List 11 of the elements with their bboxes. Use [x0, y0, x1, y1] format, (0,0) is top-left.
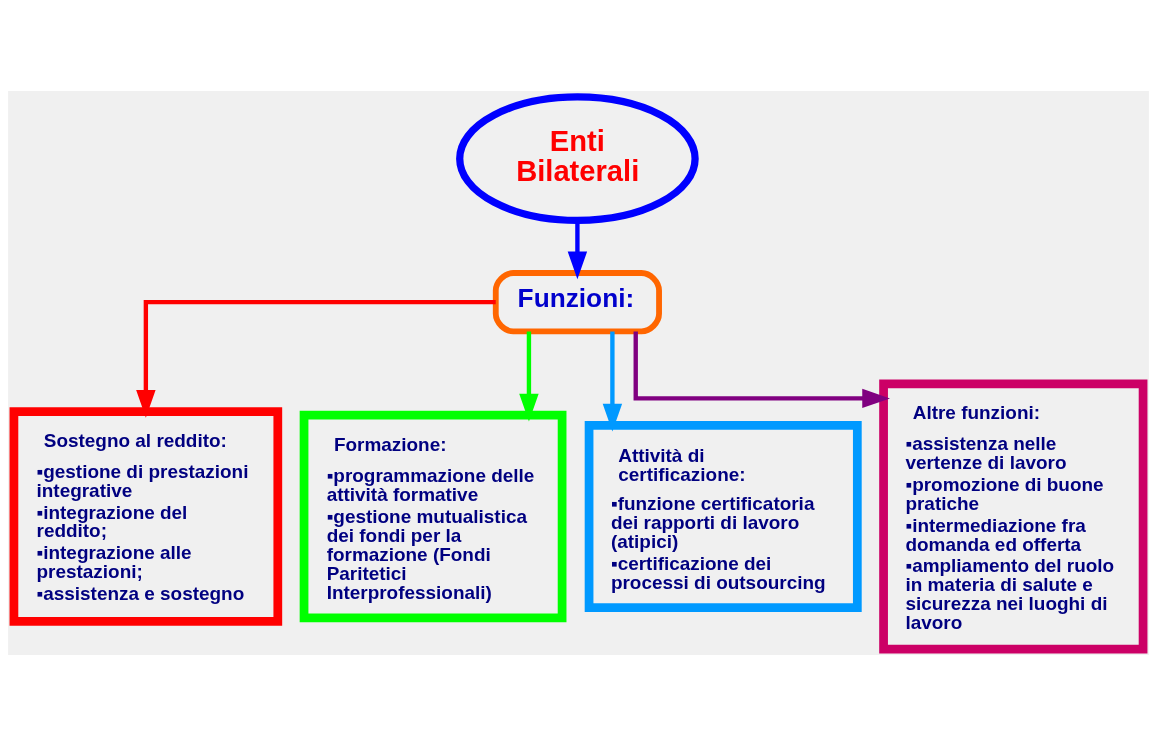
arrow: [519, 331, 539, 422]
arrow: [602, 331, 623, 432]
arrow: [136, 300, 496, 418]
arrow: [567, 220, 588, 280]
node-box: Attività di certificazione: ▪funzione certificatoria dei rapporti di lavoro (atipici) ▪certificazione dei processi di outsourcing: [584, 421, 862, 612]
arrow: [633, 331, 890, 409]
node-box: Formazione: ▪programmazione delle attività formative ▪gestione mutualistica dei fondi per la formazione (Fondi Paritetici Interprofessionali): [299, 410, 567, 623]
node-box: Sostegno al reddito: ▪gestione di prestazioni integrative ▪integrazione del reddito; ▪integrazione alle prestazioni; ▪assistenza e sostegno: [9, 407, 283, 626]
node-ellipse: Enti Bilaterali: [456, 93, 699, 225]
node-box: Altre funzioni: ▪assistenza nelle vertenze di lavoro ▪promozione di buone pratiche ▪intermediazione fra domanda ed offerta ▪ampliamento del ruolo in materia di salute e sicurezza nei luoghi di lavoro: [879, 379, 1148, 654]
node-box: Funzioni:: [492, 270, 662, 335]
